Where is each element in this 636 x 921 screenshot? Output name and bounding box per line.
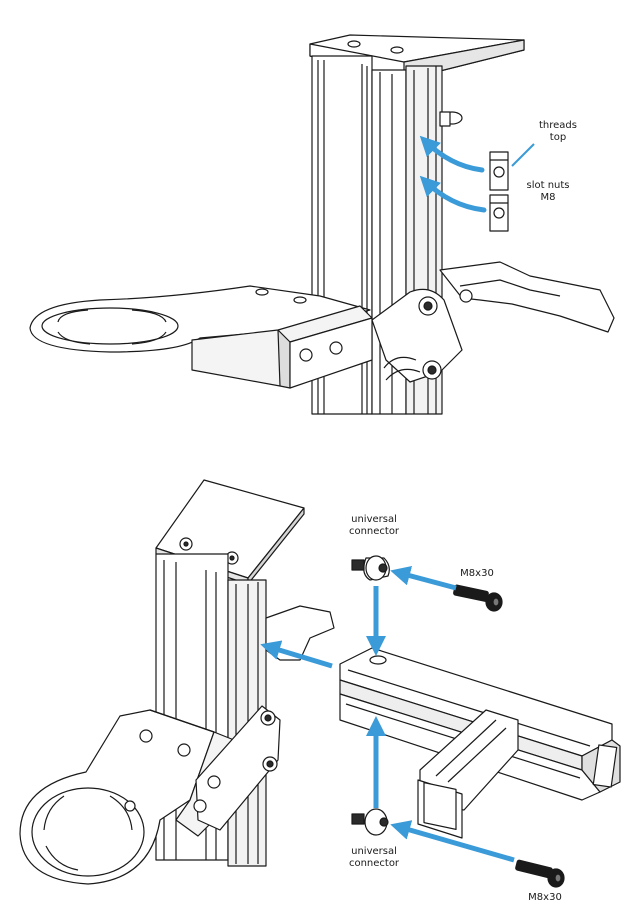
connector-upper-label-line2: connector bbox=[348, 526, 400, 537]
bottom-figure bbox=[19, 479, 621, 888]
slot-nuts-label-line2: M8 bbox=[540, 192, 556, 203]
arrow-bolt-lower bbox=[390, 820, 515, 863]
threads-top-label: threads top bbox=[534, 120, 582, 144]
top-arrows bbox=[419, 135, 487, 213]
slot-nut-upper bbox=[489, 151, 509, 191]
universal-connector-lower-label: universal connector bbox=[344, 846, 404, 870]
bolt-lower bbox=[515, 859, 565, 888]
arrow-slot-nut-lower bbox=[419, 175, 487, 213]
bolt-upper bbox=[453, 584, 503, 612]
bolt-lower-label: M8x30 bbox=[528, 892, 562, 903]
slot-nuts-label-line1: slot nuts bbox=[526, 180, 570, 191]
clamp-block bbox=[191, 305, 373, 389]
slot-nut-lower bbox=[489, 194, 509, 232]
universal-connector-lower bbox=[351, 808, 389, 836]
bolt-upper-label: M8x30 bbox=[460, 568, 494, 579]
t-profile-frame bbox=[339, 647, 621, 839]
threads-label-line2: top bbox=[549, 132, 567, 143]
knob-stem bbox=[439, 111, 451, 127]
bottom-arrows bbox=[260, 565, 515, 863]
bottom-clamp bbox=[149, 705, 281, 837]
connector-lower-label-line2: connector bbox=[348, 858, 400, 869]
bottom-round-holder bbox=[19, 709, 215, 885]
slot-nuts-label: slot nuts M8 bbox=[520, 180, 576, 204]
threads-label-line1: threads bbox=[539, 120, 577, 131]
swivel-bracket bbox=[371, 288, 463, 383]
universal-connector-upper-label: universal connector bbox=[344, 514, 404, 538]
threads-leader-line bbox=[511, 143, 535, 167]
arrow-frame-to-profile bbox=[260, 640, 333, 669]
lever-arm bbox=[439, 261, 615, 333]
universal-connector-upper bbox=[351, 555, 390, 581]
arrow-bolt-upper bbox=[390, 565, 457, 591]
top-figure bbox=[29, 34, 615, 415]
arrow-slot-nut-upper bbox=[419, 135, 485, 173]
bottom-lever bbox=[265, 605, 335, 661]
connector-lower-label-line1: universal bbox=[351, 846, 397, 857]
round-holder-plate bbox=[29, 285, 371, 353]
connector-upper-label-line1: universal bbox=[351, 514, 397, 525]
